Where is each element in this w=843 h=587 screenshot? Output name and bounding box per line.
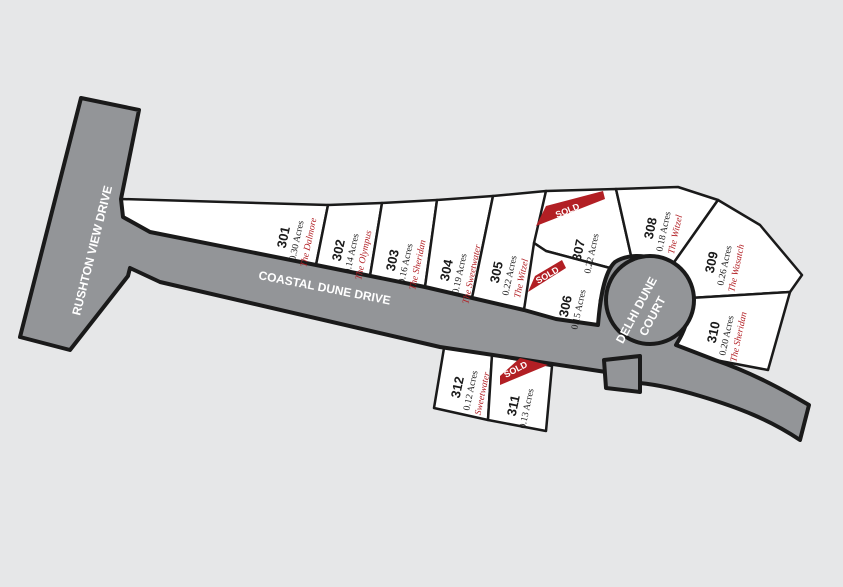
lot-number: 303 bbox=[383, 248, 402, 272]
driveway-notch bbox=[602, 354, 642, 394]
lot-number: 311 bbox=[504, 394, 523, 418]
lot-number: 304 bbox=[437, 257, 456, 282]
lot-number: 307 bbox=[569, 238, 588, 262]
lot-number: 306 bbox=[556, 294, 575, 318]
cul-de-sac bbox=[604, 254, 696, 346]
lot-number: 305 bbox=[487, 260, 506, 284]
road-network bbox=[18, 96, 811, 442]
lot-number: 302 bbox=[329, 238, 348, 262]
lot-number: 308 bbox=[641, 216, 660, 240]
lot-number: 310 bbox=[704, 320, 723, 344]
lot-number: 309 bbox=[702, 250, 721, 274]
lot-number: 312 bbox=[448, 375, 467, 399]
lot-number: 301 bbox=[274, 225, 293, 249]
